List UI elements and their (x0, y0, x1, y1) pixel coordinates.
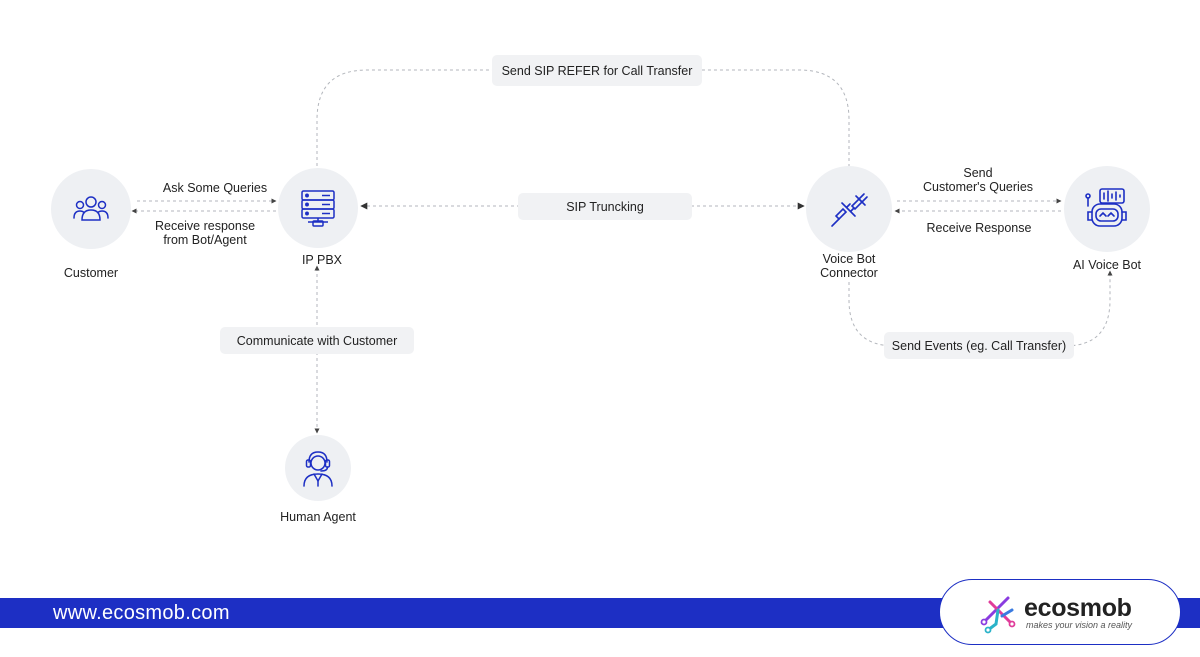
node-customer (51, 169, 131, 249)
ecosmob-logo-icon (978, 594, 1020, 641)
pill-sip-trunking: SIP Truncking (518, 193, 692, 220)
headset-agent-icon (301, 449, 335, 487)
label-customer: Customer (63, 266, 119, 280)
edge-send-events (848, 270, 1113, 347)
server-stack-icon (298, 188, 338, 228)
label-voice-bot-connector-line2: Connector (820, 266, 878, 280)
pill-communicate: Communicate with Customer (220, 327, 414, 354)
label-voice-bot-connector-line1: Voice Bot (822, 252, 876, 266)
label-human-agent: Human Agent (280, 510, 356, 524)
pill-sip-refer: Send SIP REFER for Call Transfer (492, 55, 702, 86)
robot-voice-icon (1082, 186, 1132, 232)
label-voice-bot-connector: Voice Bot Connector (799, 252, 899, 280)
label-send-queries-line1: Send (963, 166, 993, 180)
label-receive-response: Receive response from Bot/Agent (140, 219, 270, 247)
label-receive-response-line1: Receive response (154, 219, 256, 233)
label-ai-voice-bot: AI Voice Bot (1072, 258, 1142, 272)
plug-connector-icon (826, 186, 872, 232)
website-url[interactable]: www.ecosmob.com (53, 602, 230, 624)
label-ip-pbx: IP PBX (301, 253, 343, 267)
node-ai-voice-bot (1064, 166, 1150, 252)
node-voice-bot-connector (806, 166, 892, 252)
label-receive-response-line2: from Bot/Agent (163, 233, 247, 247)
label-send-queries: Send Customer's Queries (913, 166, 1043, 194)
logo-brand-name: ecosmob (1024, 594, 1132, 622)
label-send-queries-line2: Customer's Queries (922, 180, 1034, 194)
pill-send-events: Send Events (eg. Call Transfer) (884, 332, 1074, 359)
label-ask-queries: Ask Some Queries (162, 181, 268, 195)
brand-logo: ecosmob makes your vision a reality (939, 579, 1181, 645)
logo-tagline: makes your vision a reality (1026, 620, 1133, 630)
node-ip-pbx (278, 168, 358, 248)
label-receive-response-bot: Receive Response (926, 221, 1032, 235)
users-group-icon (71, 193, 111, 225)
node-human-agent (285, 435, 351, 501)
